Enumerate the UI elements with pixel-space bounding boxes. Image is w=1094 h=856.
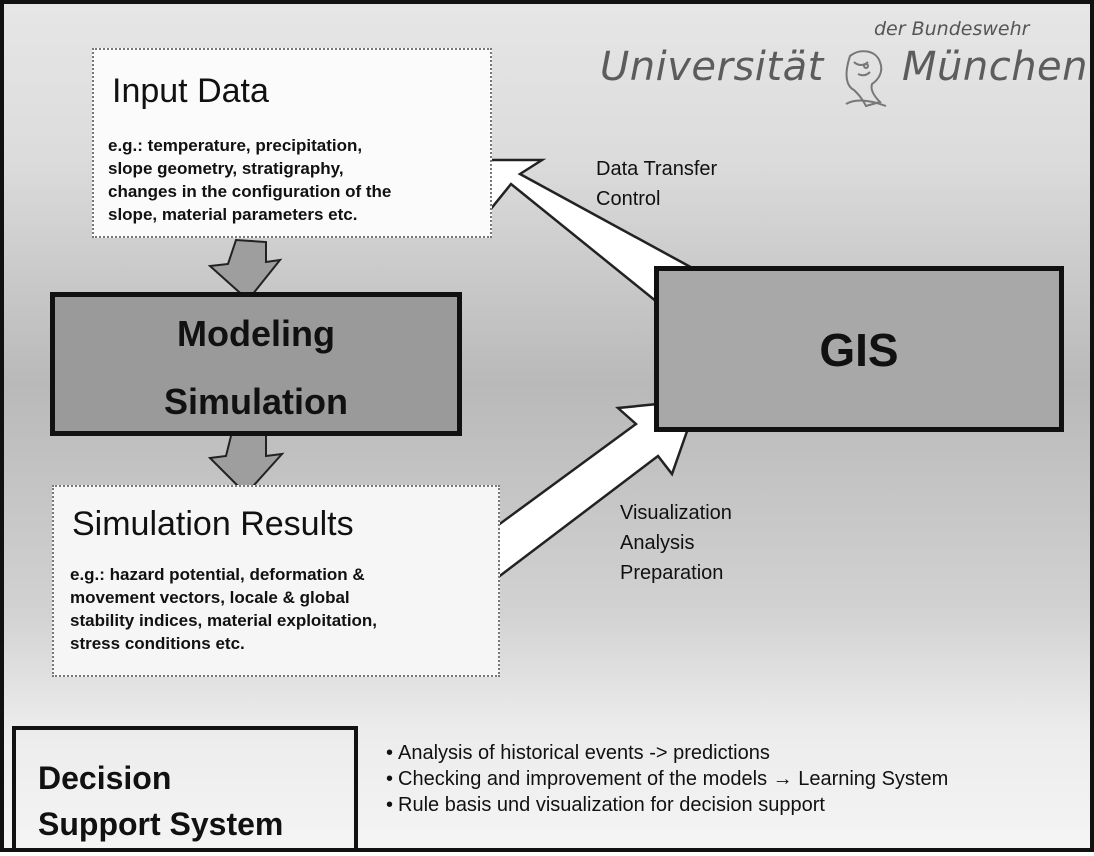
decision-label: Decision	[38, 760, 172, 796]
decision-support-box: Decision Support System	[12, 726, 358, 852]
data-transfer-label: Data Transfer Control	[596, 154, 717, 214]
input-data-box: Input Data e.g.: temperature, precipitat…	[92, 48, 492, 238]
arrow-label-line: Preparation	[620, 562, 724, 584]
simulation-results-line: stability indices, material exploitation…	[70, 611, 378, 630]
input-data-line: e.g.: temperature, precipitation,	[108, 136, 363, 155]
logo-text-universitaet: Universität	[600, 44, 824, 90]
arrow-label-line: Analysis	[620, 532, 695, 554]
modeling-simulation-box: Modeling Simulation	[50, 292, 462, 436]
simulation-results-title: Simulation Results	[72, 505, 354, 543]
logo-text-muenchen: München	[902, 44, 1089, 90]
input-data-title: Input Data	[112, 72, 269, 110]
arrow-label-line: Visualization	[620, 502, 732, 524]
decision-support-bullets: •Analysis of historical events -> predic…	[386, 740, 948, 818]
bullet-item: •Rule basis und visualization for decisi…	[386, 792, 948, 818]
support-system-label: Support System	[38, 806, 284, 842]
input-data-line: slope, material parameters etc.	[108, 205, 358, 224]
bullet-marker: •	[386, 794, 394, 816]
input-data-line: changes in the configuration of the	[108, 182, 392, 201]
simulation-results-line: e.g.: hazard potential, deformation &	[70, 565, 365, 584]
arrow-results-to-gis	[454, 398, 700, 596]
logo-subtitle: der Bundeswehr	[874, 18, 1030, 40]
bullet-text: Rule basis und visualization for decisio…	[398, 794, 825, 816]
bullet-item: •Checking and improvement of the models …	[386, 766, 948, 792]
simulation-label: Simulation	[163, 381, 348, 422]
input-data-line: slope geometry, stratigraphy,	[108, 159, 344, 178]
arrow-input-to-modeling	[207, 238, 283, 302]
input-data-description: e.g.: temperature, precipitation, slope …	[108, 134, 488, 226]
bullet-item: •Analysis of historical events -> predic…	[386, 740, 948, 766]
university-emblem-icon	[845, 50, 887, 108]
visualization-label: Visualization Analysis Preparation	[620, 498, 732, 588]
simulation-results-line: movement vectors, locale & global	[70, 588, 350, 607]
bullet-text: Analysis of historical events -> predict…	[398, 742, 770, 764]
simulation-results-line: stress conditions etc.	[70, 634, 245, 653]
arrow-modeling-to-results	[207, 430, 285, 496]
bullet-marker: •	[386, 768, 394, 790]
simulation-results-box: Simulation Results e.g.: hazard potentia…	[52, 485, 500, 677]
gis-box: GIS	[654, 266, 1064, 432]
modeling-label: Modeling	[177, 313, 335, 354]
gis-label: GIS	[819, 324, 899, 376]
bullet-marker: •	[386, 742, 394, 764]
arrow-label-line: Data Transfer	[596, 158, 718, 180]
bullet-text: Checking and improvement of the models →…	[398, 768, 949, 790]
arrow-label-line: Control	[596, 188, 661, 210]
simulation-results-description: e.g.: hazard potential, deformation & mo…	[70, 563, 490, 655]
